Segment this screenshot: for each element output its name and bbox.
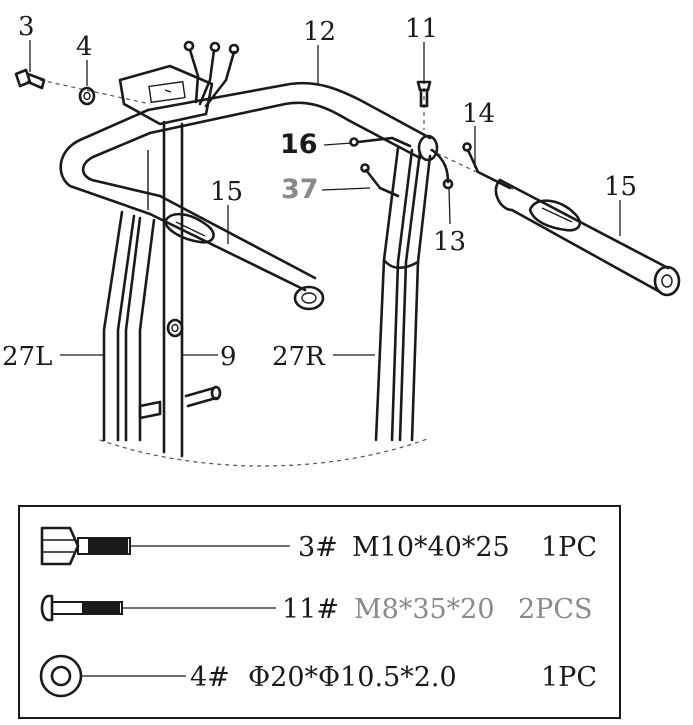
callout-13: 13 [433,227,466,257]
callout-4: 4 [76,32,93,62]
hardware-row-3: 4# Φ20*Φ10.5*2.0 1PC [39,654,597,698]
hardware-row-2-number: 11# [282,594,339,625]
leader-lines [29,40,621,356]
callout-27r: 27R [272,342,326,372]
callout-16: 16 [280,129,318,160]
callout-3: 3 [18,12,35,42]
callout-15-left: 15 [210,177,243,207]
callout-12: 12 [303,17,336,47]
hardware-row-2: 11# M8*35*20 2PCS [40,594,593,625]
hardware-row-2-qty: 2PCS [518,594,593,625]
hardware-row-3-qty: 1PC [541,662,597,693]
hardware-list-border [18,505,621,719]
callout-27l: 27L [2,342,52,372]
hardware-row-1: 3# M10*40*25 1PC [40,526,597,566]
hardware-row-3-number: 4# [190,662,230,693]
handrail-assembly [14,40,681,467]
hex-bolt-icon [40,526,131,566]
hardware-row-2-spec: M8*35*20 [354,594,495,625]
hardware-row-1-spec: M10*40*25 [352,532,510,563]
hardware-row-1-number: 3# [298,532,338,563]
button-head-screw-icon [40,594,123,622]
callout-9: 9 [220,342,237,372]
callout-14: 14 [462,99,495,129]
hardware-row-1-qty: 1PC [541,532,597,563]
callout-37: 37 [281,174,319,205]
callout-11: 11 [405,14,438,44]
hardware-list: 3# M10*40*25 1PC 11# M8*35*20 2PCS 4# Φ [18,505,621,719]
callout-15-right: 15 [604,172,637,202]
hardware-row-3-spec: Φ20*Φ10.5*2.0 [248,662,457,693]
flat-washer-icon [39,654,83,698]
